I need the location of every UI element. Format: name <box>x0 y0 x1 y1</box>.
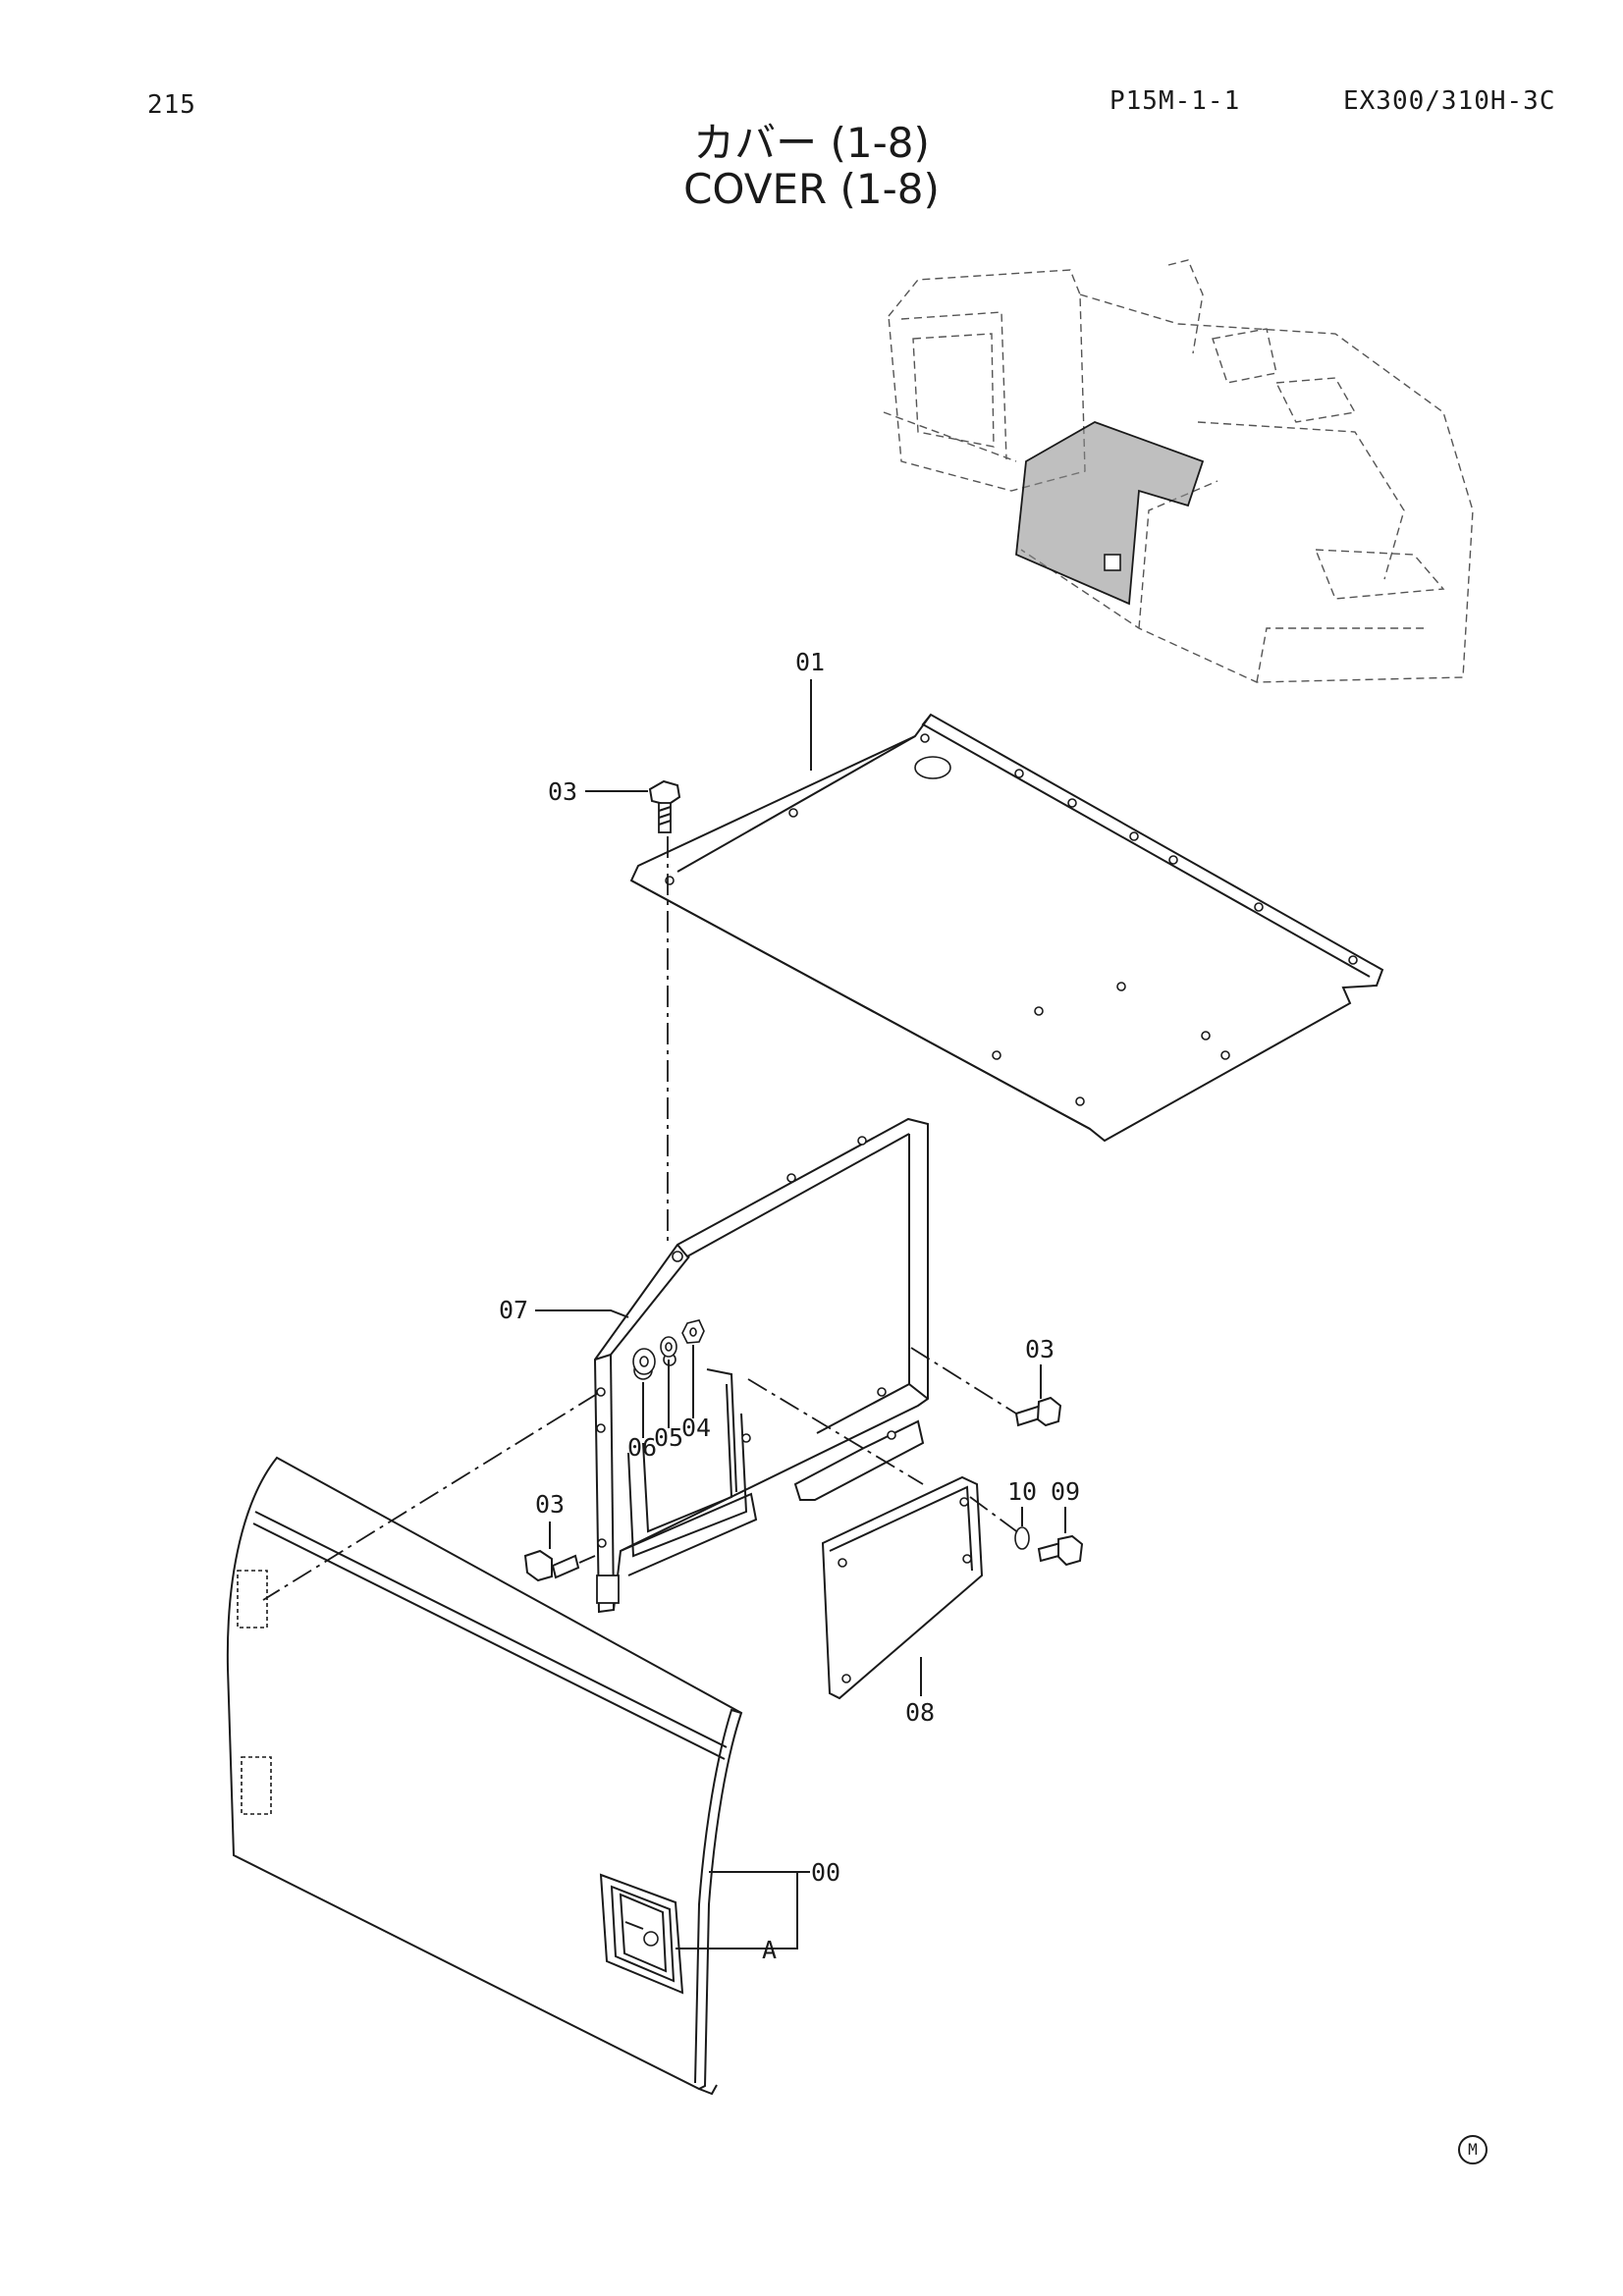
figure-code: P15M-1-1 <box>1109 86 1241 116</box>
callout-05: 05 <box>654 1423 684 1452</box>
callout-10: 10 <box>1007 1477 1038 1506</box>
title-english: COVER (1-8) <box>683 165 940 213</box>
bolt-left <box>523 1549 580 1582</box>
callout-00: 00 <box>811 1858 841 1887</box>
excavator-overview <box>883 259 1474 683</box>
side-door-panel <box>226 1456 743 2096</box>
callout-09: 09 <box>1051 1477 1081 1506</box>
top-cover-plate <box>629 713 1384 1143</box>
title-japanese: カバー (1-8) <box>693 119 930 167</box>
model-code: EX300/310H-3C <box>1343 86 1556 116</box>
top-plate-large-hole <box>914 756 951 779</box>
frame-bracket <box>593 1117 929 1614</box>
callout-03-left: 03 <box>535 1490 566 1519</box>
callout-07: 07 <box>499 1296 529 1324</box>
callout-A: A <box>762 1936 778 1964</box>
callout-08: 08 <box>905 1698 936 1727</box>
small-cover-plate <box>821 1475 984 1700</box>
highlighted-cover <box>1015 421 1205 606</box>
page-number: 215 <box>147 90 196 120</box>
fastener-group-04-06 <box>632 1319 705 1375</box>
bolt-top <box>648 779 681 833</box>
callout-01: 01 <box>795 648 826 676</box>
bolt-09 <box>1037 1534 1084 1567</box>
callout-03-right: 03 <box>1025 1335 1055 1363</box>
callout-04: 04 <box>681 1414 712 1442</box>
washer-10 <box>1014 1526 1030 1550</box>
bolt-right <box>1014 1396 1062 1427</box>
callout-03-top: 03 <box>548 777 578 806</box>
footer-mark: M <box>1458 2135 1488 2164</box>
callout-06: 06 <box>627 1433 658 1462</box>
